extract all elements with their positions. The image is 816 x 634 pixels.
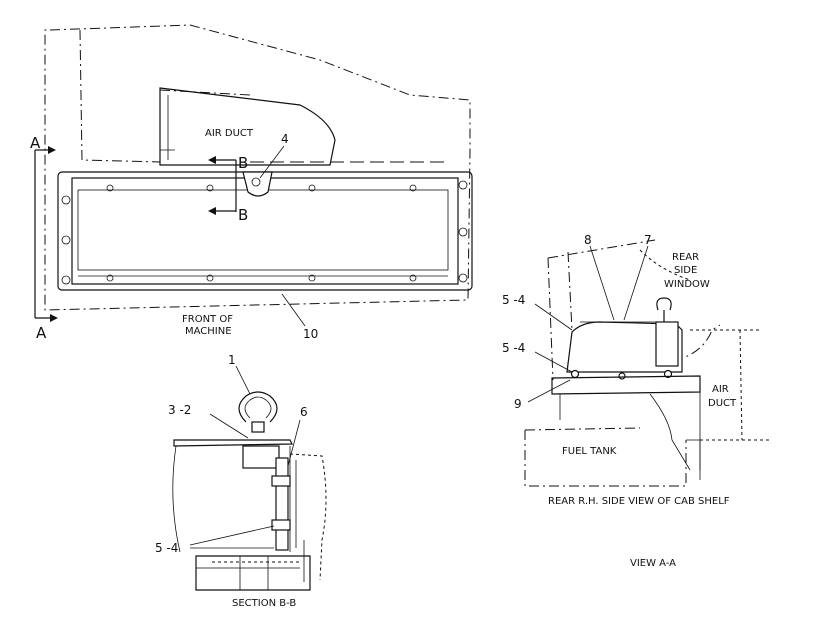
- label-air-duct: AIR DUCT: [205, 128, 254, 139]
- bolt: [409, 184, 417, 192]
- view-arrow-top-head: [48, 146, 56, 154]
- leader-8: [589, 245, 615, 321]
- label-air: AIR: [712, 384, 729, 395]
- section-bb-title: SECTION B-B: [232, 598, 296, 609]
- label-machine: MACHINE: [185, 326, 232, 337]
- bolt: [106, 274, 114, 282]
- air-duct-outline: [159, 87, 336, 166]
- mount-bracket: [275, 457, 289, 551]
- fastener-upper: [271, 475, 291, 487]
- callout-1: 1: [228, 353, 236, 367]
- section-bb-view: 1 3 -2 6 5 -4 SECTION B-B: [155, 353, 327, 609]
- fuel-tank-outline: [524, 427, 687, 487]
- leader-10: [281, 293, 306, 327]
- view-aa-subtitle: REAR R.H. SIDE VIEW OF CAB SHELF: [548, 496, 730, 507]
- base-frame: [195, 555, 311, 591]
- bolt: [206, 184, 214, 192]
- view-arrow-bottom-head: [50, 314, 58, 322]
- outer-bolts: [61, 180, 468, 285]
- bolt: [409, 274, 417, 282]
- handle-stem: [251, 421, 265, 433]
- air-duct-hidden: [690, 329, 770, 441]
- label-fuel-tank: FUEL TANK: [562, 446, 617, 457]
- latch-knob: [251, 177, 261, 187]
- leader-4: [259, 145, 285, 179]
- plate-bolts: [106, 184, 417, 282]
- label-side: SIDE: [674, 265, 697, 276]
- leader-5-4-upper: [534, 303, 573, 331]
- section-marker-bottom: B: [238, 206, 248, 224]
- leader-6: [287, 419, 301, 467]
- bolt: [61, 195, 71, 205]
- leader-5-4-a: [189, 525, 275, 546]
- callout-5-4-lower: 5 -4: [502, 341, 525, 355]
- view-aa: REAR SIDE WINDOW 8 7 5 -4 5 -4 9 AIR DUC…: [502, 233, 770, 569]
- leader-9: [527, 379, 571, 403]
- view-aa-title: VIEW A-A: [630, 558, 676, 569]
- leader-7: [623, 245, 649, 321]
- bolt: [308, 274, 316, 282]
- callout-9: 9: [514, 397, 522, 411]
- label-duct: DUCT: [708, 398, 737, 409]
- bolt: [308, 184, 316, 192]
- latch-block: [242, 445, 280, 469]
- fastener-right: [663, 369, 673, 379]
- callout-4: 4: [281, 132, 289, 146]
- cab-inner-outline: [79, 29, 251, 163]
- air-duct-right: [649, 392, 701, 471]
- bolt: [458, 180, 468, 190]
- callout-3-2: 3 -2: [168, 403, 191, 417]
- section-marker-top: B: [238, 154, 248, 172]
- bolt: [458, 227, 468, 237]
- cab-shelf: [551, 375, 701, 395]
- cab-outline: [44, 24, 471, 311]
- latch-body: [655, 321, 679, 367]
- callout-5-4-upper: 5 -4: [502, 293, 525, 307]
- callout-6: 6: [300, 405, 308, 419]
- label-rear: REAR: [672, 252, 699, 263]
- fastener-left: [570, 369, 580, 379]
- section-arrow-bottom-head: [208, 207, 216, 215]
- wall-outline: [289, 453, 327, 581]
- view-marker-bottom: A: [36, 324, 47, 342]
- shelf-plate: [173, 439, 293, 447]
- ring-handle-inner: [244, 396, 272, 419]
- leader-1: [235, 365, 251, 395]
- callout-8: 8: [584, 233, 592, 247]
- cab-frame: [547, 239, 656, 381]
- leader-3-2: [209, 413, 249, 439]
- main-view: 4 B B A A AIR DUCT FRONT OF MACHINE 10: [30, 24, 473, 342]
- base-detail: [196, 556, 300, 590]
- fastener-mid: [618, 372, 626, 380]
- callout-7: 7: [644, 233, 652, 247]
- bolt: [106, 184, 114, 192]
- view-marker-top: A: [30, 134, 41, 152]
- bolt: [61, 235, 71, 245]
- shelf-body: [172, 445, 291, 553]
- latch-handle: [242, 171, 273, 197]
- ring-handle: [238, 391, 278, 423]
- leader-5-4-lower: [534, 351, 573, 373]
- callout-10: 10: [303, 327, 318, 341]
- wall-inner: [295, 460, 305, 582]
- bolt: [61, 275, 71, 285]
- access-panel-inner: [77, 189, 449, 271]
- bolt: [458, 273, 468, 283]
- fastener-lower: [271, 519, 291, 531]
- air-duct-inner: [160, 95, 175, 160]
- fuel-tank-wall: [559, 394, 701, 480]
- callout-5-4-section: 5 -4: [155, 541, 178, 555]
- label-window: WINDOW: [664, 279, 710, 290]
- bolt: [206, 274, 214, 282]
- section-arrow-top-head: [208, 156, 216, 164]
- label-front-of: FRONT OF: [182, 314, 233, 325]
- cover-panel: [566, 321, 683, 373]
- panel-ring-handle: [656, 297, 672, 311]
